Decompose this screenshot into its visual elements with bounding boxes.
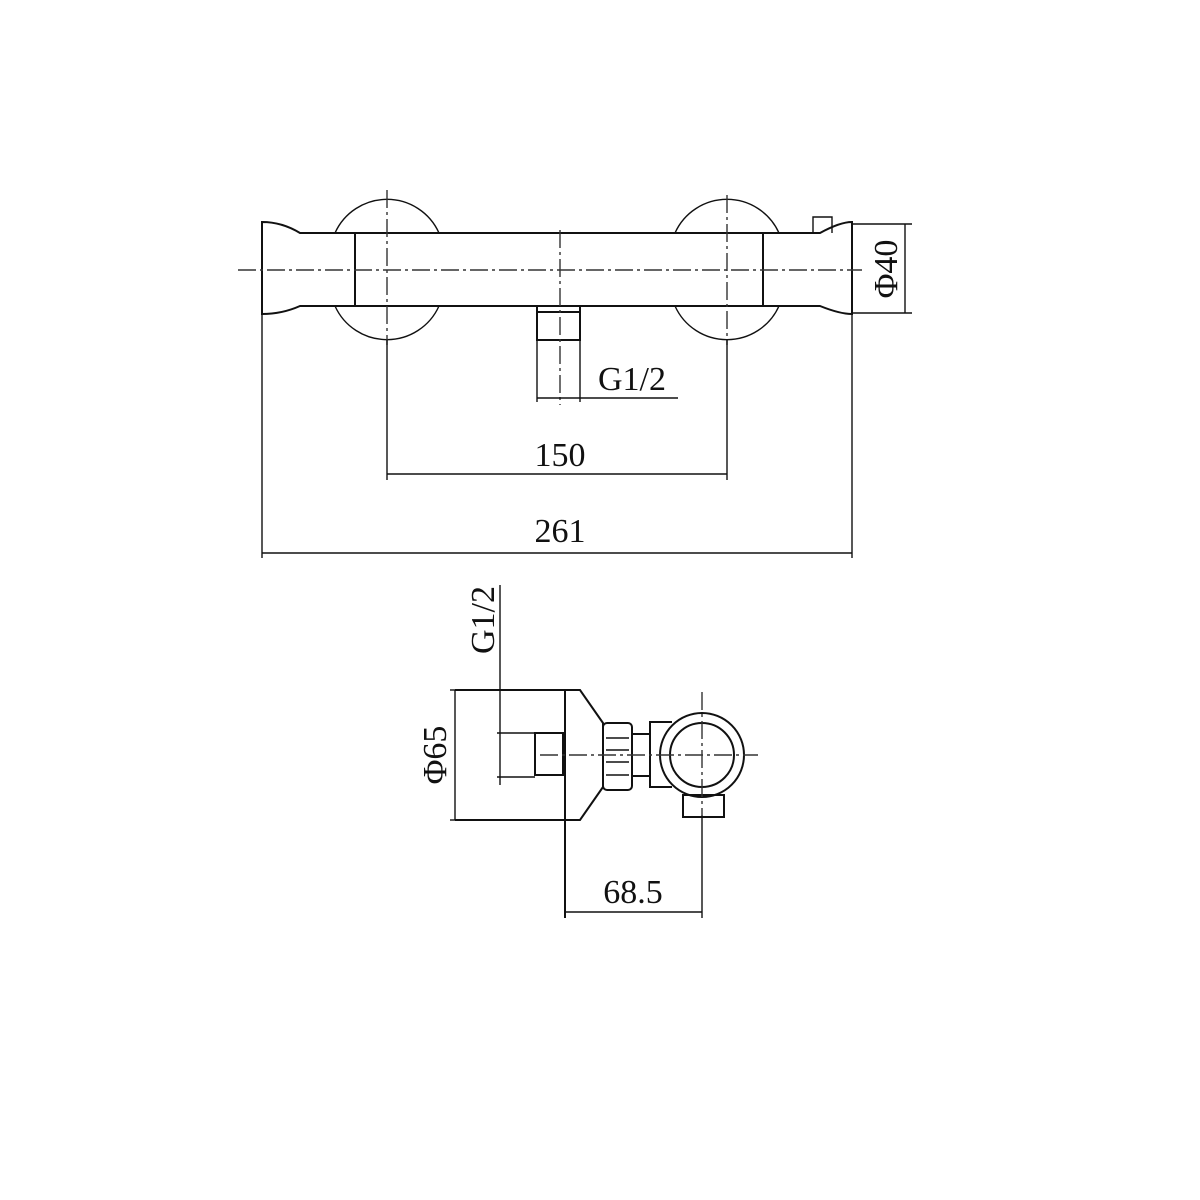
dimension-68-5: 68.5 — [565, 874, 702, 913]
handle-connector — [649, 712, 745, 818]
outlet-fitting — [536, 305, 581, 341]
g12-side-label: G1/2 — [465, 586, 502, 654]
dimension-g12-side: G1/2 — [465, 585, 535, 785]
dim-150-label: 150 — [535, 437, 586, 474]
side-center-lines — [540, 692, 758, 918]
dim-261-label: 261 — [535, 513, 586, 550]
dimension-g12-top: G1/2 — [536, 340, 678, 402]
top-view: Φ40 G1/2 150 261 — [238, 190, 912, 558]
dim-68-5-label: 68.5 — [603, 874, 663, 911]
center-lines — [238, 190, 862, 405]
nut — [602, 722, 650, 791]
dimension-261: 261 — [261, 314, 853, 558]
phi40-label: Φ40 — [868, 240, 905, 299]
side-view: Φ65 G1/2 68.5 — [417, 585, 758, 918]
mixer-body — [261, 216, 853, 316]
dimension-phi40: Φ40 — [852, 223, 912, 314]
side-body — [455, 689, 604, 918]
dimension-phi65: Φ65 — [417, 689, 456, 821]
dimension-150: 150 — [386, 340, 728, 480]
phi65-label: Φ65 — [417, 726, 454, 785]
g12-top-label: G1/2 — [598, 361, 666, 398]
